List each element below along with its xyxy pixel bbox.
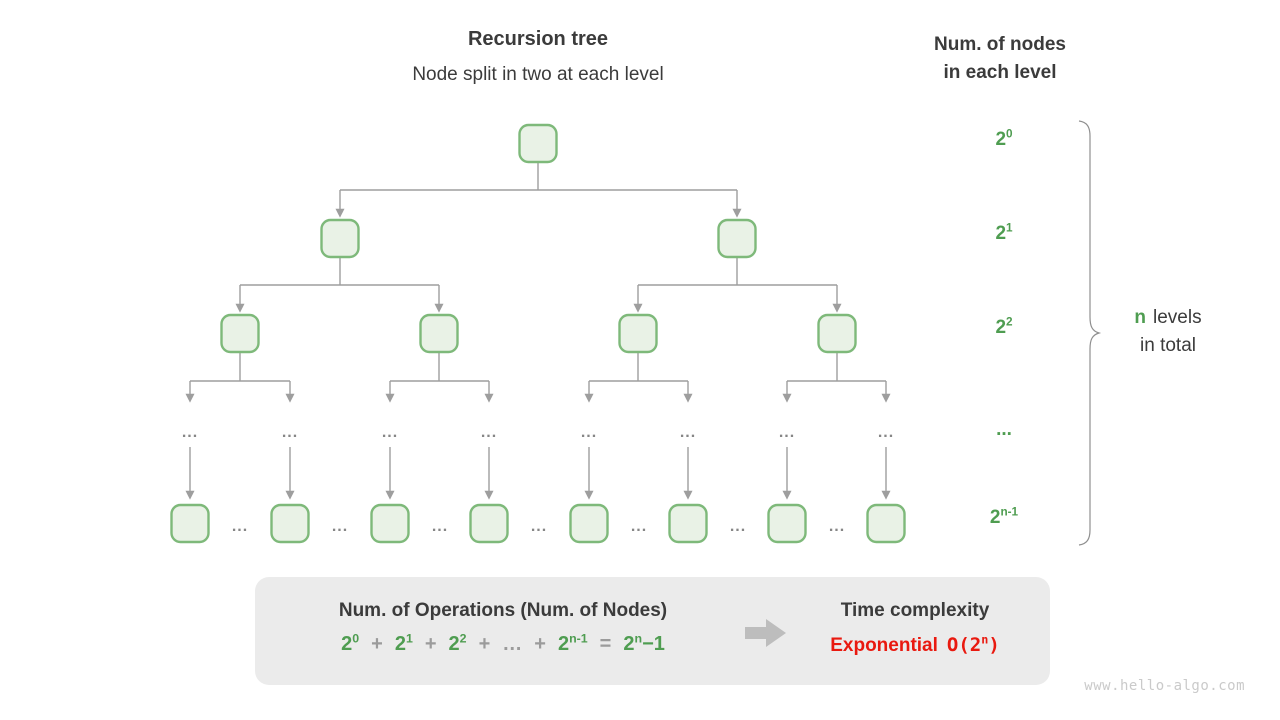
formula-term: +	[534, 633, 546, 655]
formula-term: +	[371, 633, 383, 655]
ellipsis-label: ...	[381, 424, 399, 441]
operations-title: Num. of Operations (Num. of Nodes)	[338, 600, 668, 621]
tree-node	[717, 218, 757, 259]
tree-connectors	[190, 162, 886, 382]
ellipsis-label: ...	[679, 424, 697, 441]
formula-term: +	[478, 633, 491, 655]
tree-node	[866, 503, 906, 544]
formula-term: 2n-1	[557, 631, 588, 655]
level-count-label-0: 20	[995, 127, 1013, 150]
formula-term: …	[502, 633, 523, 655]
level-count-label-3: ...	[996, 419, 1012, 440]
ellipsis-label: ...	[331, 518, 349, 535]
ellipsis-label: ...	[480, 424, 498, 441]
nodes-per-level-header-line1: Num. of nodes	[934, 34, 1066, 55]
level-count-label-2: 22	[995, 315, 1013, 338]
ellipsis-label: ...	[828, 518, 846, 535]
watermark: www.hello-algo.com	[1084, 678, 1245, 694]
tree-node	[767, 503, 807, 544]
nodes-per-level-header-line2: in each level	[943, 62, 1057, 83]
formula-term: 2n−1	[623, 631, 665, 655]
ellipsis-label: ...	[729, 518, 747, 535]
levels-brace	[1078, 120, 1102, 546]
level-count-label-1: 21	[995, 221, 1013, 244]
complexity-word: Exponential	[830, 635, 938, 656]
tree-node	[469, 503, 509, 544]
nodes-per-level-header: Num. of nodes in each level	[890, 31, 1110, 87]
formula-term: +	[424, 633, 437, 655]
formula-term: 21	[394, 631, 413, 655]
formula-term: 20	[341, 631, 360, 655]
formula-term: =	[599, 633, 612, 655]
level-count-label-4: 2n-1	[989, 505, 1019, 528]
ellipsis-label: ...	[181, 424, 199, 441]
tree-node	[518, 123, 558, 164]
tree-node	[270, 503, 310, 544]
ellipsis-label: ...	[778, 424, 796, 441]
time-complexity-title: Time complexity	[840, 600, 990, 621]
tree-node	[817, 313, 857, 354]
complexity-value: Exponential O(2n)	[795, 634, 1035, 657]
tree-node	[569, 503, 609, 544]
ellipsis-label: ...	[877, 424, 895, 441]
ellipsis-label: ...	[281, 424, 299, 441]
tree-node	[320, 218, 360, 259]
n-variable: n	[1134, 307, 1147, 328]
tree-node	[668, 503, 708, 544]
tree-node	[170, 503, 210, 544]
page-title: Recursion tree	[467, 28, 609, 50]
page-subtitle: Node split in two at each level	[412, 64, 664, 85]
levels-total-line2: in total	[1140, 335, 1196, 356]
ellipsis-label: ...	[580, 424, 598, 441]
ellipsis-label: ...	[530, 518, 548, 535]
ellipsis-label: ...	[630, 518, 648, 535]
tree-node	[220, 313, 260, 354]
ellipsis-label: ...	[231, 518, 249, 535]
ellipsis-label: ...	[431, 518, 449, 535]
tree-node	[370, 503, 410, 544]
formula-term: 22	[448, 631, 467, 655]
tree-node	[419, 313, 459, 354]
operations-formula: 20 +21 +22 + … +2n-1 = 2n−1	[278, 631, 728, 656]
big-o-notation: O(2n)	[946, 632, 1000, 656]
summary-box	[255, 577, 1050, 685]
tree-node	[618, 313, 658, 354]
